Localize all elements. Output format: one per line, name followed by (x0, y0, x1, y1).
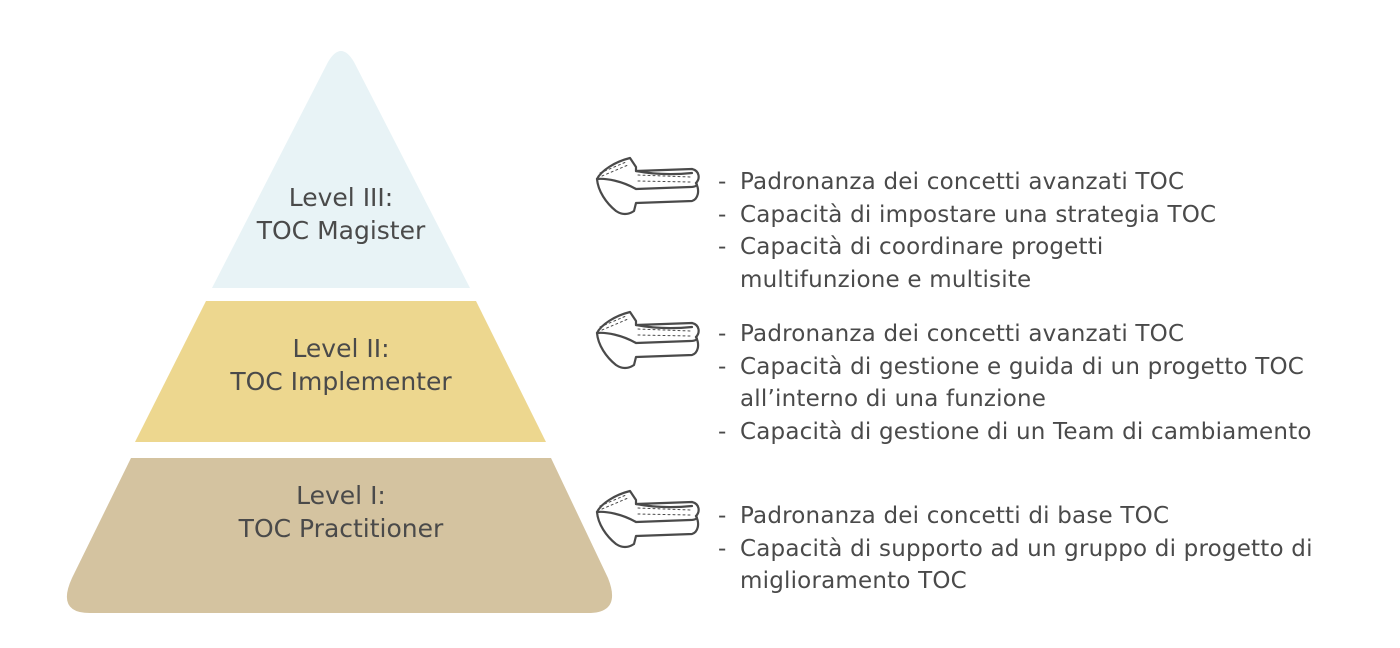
level-2-label: Level II: TOC Implementer (141, 332, 541, 398)
list-item: Capacità di impostare una strategia TOC (716, 199, 1296, 232)
level-1-name: TOC Practitioner (238, 514, 444, 543)
level-3-title: Level III: (288, 183, 394, 212)
list-item: Padronanza dei concetti di base TOC (716, 500, 1336, 533)
list-item: Padronanza dei concetti avanzati TOC (716, 166, 1296, 199)
pyramid-tier-level-3 (212, 51, 470, 288)
arrow-left-icon (595, 156, 700, 216)
level-1-description-list: Padronanza dei concetti di base TOC Capa… (716, 500, 1336, 598)
level-1-label: Level I: TOC Practitioner (141, 479, 541, 545)
pyramid-diagram (66, 51, 613, 613)
level-2-name: TOC Implementer (230, 367, 452, 396)
arrow-left-icon (595, 310, 700, 370)
level-3-description-list: Padronanza dei concetti avanzati TOC Cap… (716, 166, 1296, 296)
level-3-label: Level III: TOC Magister (141, 181, 541, 247)
pyramid-tier-level-2 (135, 301, 546, 442)
arrow-left-icon (595, 489, 700, 549)
pyramid-tier-level-1 (66, 458, 613, 613)
level-3-name: TOC Magister (256, 216, 426, 245)
list-item: Capacità di gestione e guida di un proge… (716, 351, 1314, 416)
list-item: Capacità di supporto ad un gruppo di pro… (716, 533, 1324, 598)
level-2-title: Level II: (292, 334, 390, 363)
list-item: Capacità di coordinare progetti multifun… (716, 231, 1140, 296)
level-2-description-list: Padronanza dei concetti avanzati TOC Cap… (716, 318, 1316, 448)
list-item: Padronanza dei concetti avanzati TOC (716, 318, 1316, 351)
level-1-title: Level I: (296, 481, 386, 510)
list-item: Capacità di gestione di un Team di cambi… (716, 416, 1316, 449)
